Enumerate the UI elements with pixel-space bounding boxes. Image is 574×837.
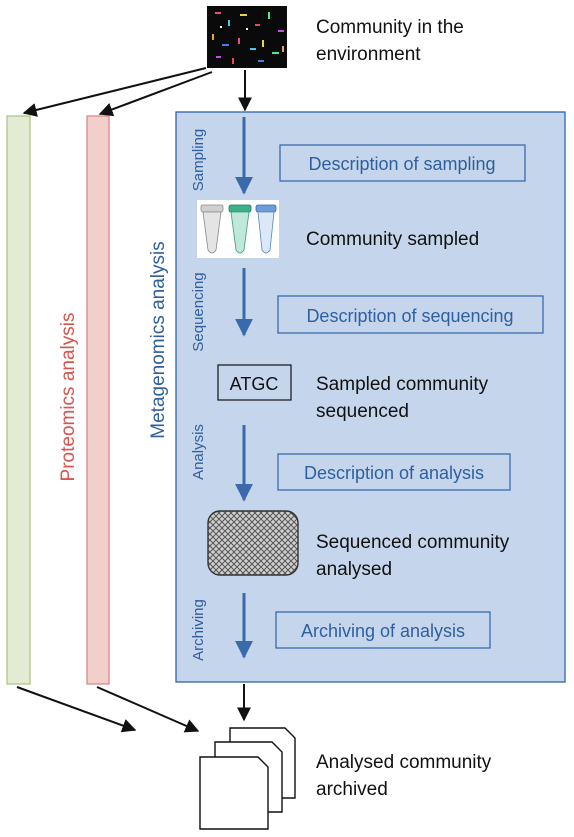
metagenomics-label: Metagenomics analysis — [148, 241, 169, 438]
description-sequencing: Description of sequencing — [306, 306, 513, 326]
description-box-sampling: Description of sampling — [280, 145, 525, 181]
description-sampling: Description of sampling — [308, 154, 495, 174]
arrow-to-proteomics — [100, 72, 212, 114]
top-label-line2: environment — [316, 44, 421, 65]
description-analysis: Description of analysis — [304, 463, 484, 483]
left-analysis-bar — [7, 116, 30, 684]
arrow-to-left-sidebar — [24, 68, 206, 113]
proteomics-bar — [87, 116, 109, 684]
description-box-archiving: Archiving of analysis — [276, 612, 490, 648]
description-box-analysis: Description of analysis — [278, 454, 510, 490]
arrow-from-left-sidebar — [17, 687, 135, 730]
state-sequenced-line1: Sampled community — [316, 374, 489, 395]
mesh-pattern-icon — [208, 511, 298, 575]
stage-label-sampling: Sampling — [190, 129, 207, 192]
atgc-label: ATGC — [230, 374, 279, 394]
description-archiving: Archiving of analysis — [301, 621, 465, 641]
state-sequenced-line2: sequenced — [316, 401, 409, 422]
arrow-from-proteomics — [97, 687, 198, 731]
sample-tubes-icon — [197, 200, 279, 258]
top-label-line1: Community in the — [316, 17, 464, 38]
stage-label-sequencing: Sequencing — [190, 272, 207, 351]
microbes-image-icon — [207, 6, 287, 68]
stage-label-analysis: Analysis — [190, 424, 207, 480]
stage-label-archiving: Archiving — [190, 599, 207, 661]
state-analysed-line2: analysed — [316, 559, 392, 580]
description-box-sequencing: Description of sequencing — [278, 296, 543, 333]
state-sampled: Community sampled — [306, 229, 479, 250]
state-archived-line1: Analysed community — [316, 752, 492, 773]
state-archived-line2: archived — [316, 779, 388, 800]
proteomics-label: Proteomics analysis — [58, 313, 79, 482]
document-stack-icon — [200, 728, 295, 829]
state-analysed-line1: Sequenced community — [316, 532, 510, 553]
atgc-box: ATGC — [218, 365, 291, 400]
